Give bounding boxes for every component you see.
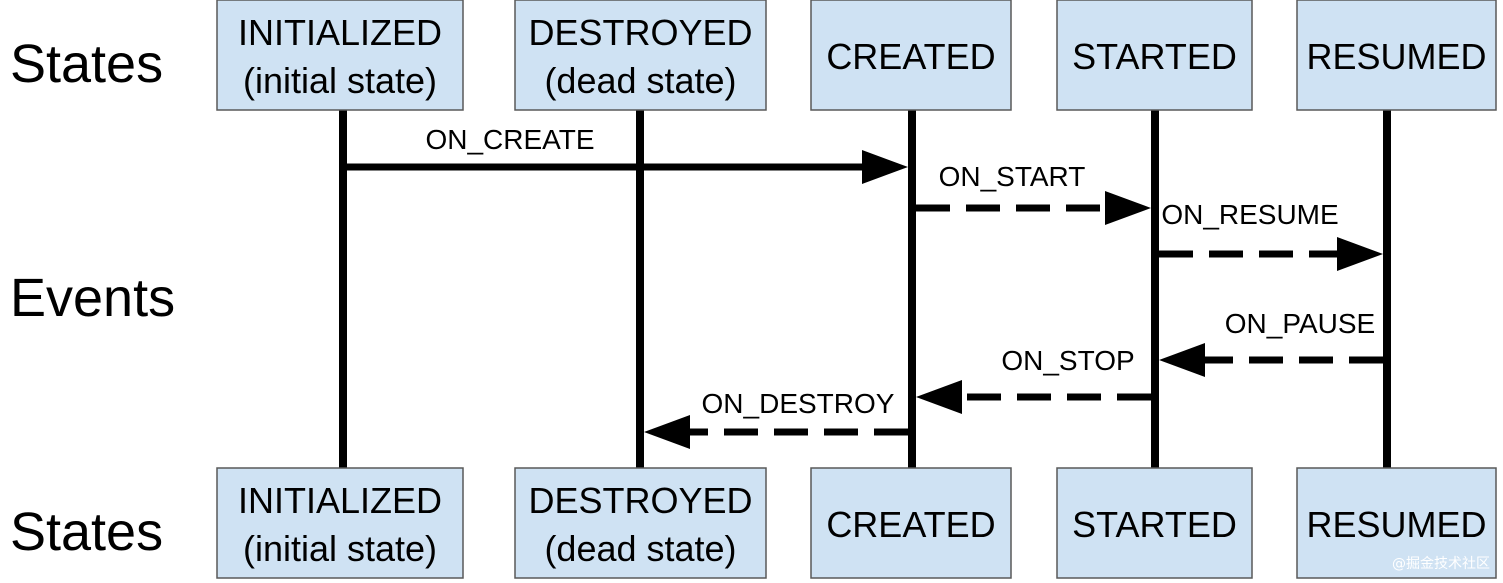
event-label: ON_PAUSE xyxy=(1225,308,1375,339)
row-label-states-top: States xyxy=(10,34,163,94)
state-box-initialized-bottom: INITIALIZED (initial state) xyxy=(216,467,464,579)
event-arrow-on-stop: ON_STOP xyxy=(916,345,1151,414)
state-name: CREATED xyxy=(826,504,995,545)
state-name: INITIALIZED xyxy=(238,480,442,521)
state-box-created-bottom: CREATED xyxy=(810,467,1012,579)
event-label: ON_DESTROY xyxy=(702,388,895,419)
state-name: STARTED xyxy=(1072,36,1237,77)
event-arrow-on-destroy: ON_DESTROY xyxy=(644,388,908,449)
arrowhead-icon xyxy=(862,150,908,184)
state-box-resumed-bottom: RESUMED xyxy=(1296,467,1497,579)
event-label: ON_STOP xyxy=(1001,345,1134,376)
state-box-resumed-top: RESUMED xyxy=(1296,0,1497,111)
state-box-destroyed-top: DESTROYED (dead state) xyxy=(514,0,767,111)
state-name: DESTROYED xyxy=(528,12,752,53)
arrowhead-icon xyxy=(1159,343,1205,377)
state-note: (initial state) xyxy=(243,528,437,569)
arrowhead-icon xyxy=(644,415,690,449)
state-name: DESTROYED xyxy=(528,480,752,521)
arrowhead-icon xyxy=(1337,237,1383,271)
arrowhead-icon xyxy=(1105,191,1151,225)
state-name: CREATED xyxy=(826,36,995,77)
state-name: INITIALIZED xyxy=(238,12,442,53)
state-name: RESUMED xyxy=(1306,504,1486,545)
event-arrow-on-resume: ON_RESUME xyxy=(1159,199,1383,271)
state-note: (initial state) xyxy=(243,60,437,101)
state-box-created-top: CREATED xyxy=(810,0,1012,111)
state-box-initialized-top: INITIALIZED (initial state) xyxy=(216,0,464,111)
row-label-states-bottom: States xyxy=(10,502,163,562)
event-label: ON_START xyxy=(939,161,1086,192)
state-note: (dead state) xyxy=(544,528,736,569)
state-name: STARTED xyxy=(1072,504,1237,545)
state-box-started-bottom: STARTED xyxy=(1056,467,1253,579)
event-arrow-on-create: ON_CREATE xyxy=(347,124,908,184)
watermark: @掘金技术社区 xyxy=(1392,556,1490,572)
event-label: ON_RESUME xyxy=(1161,199,1338,230)
state-box-destroyed-bottom: DESTROYED (dead state) xyxy=(514,467,767,579)
state-note: (dead state) xyxy=(544,60,736,101)
state-name: RESUMED xyxy=(1306,36,1486,77)
event-arrow-on-start: ON_START xyxy=(916,161,1151,225)
state-box-started-top: STARTED xyxy=(1056,0,1253,111)
row-label-events: Events xyxy=(10,268,175,328)
event-arrow-on-pause: ON_PAUSE xyxy=(1159,308,1383,377)
event-label: ON_CREATE xyxy=(425,124,594,155)
arrowhead-icon xyxy=(916,380,962,414)
